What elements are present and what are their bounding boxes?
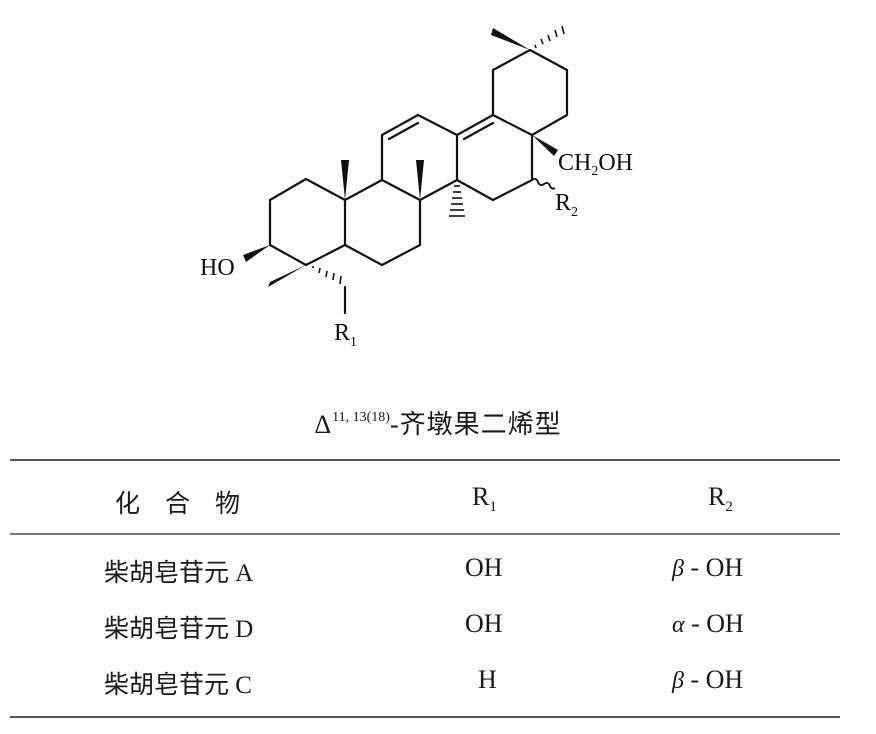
header-r2: R2	[708, 482, 733, 515]
wedge-ch2oh	[532, 135, 558, 156]
cell-compound: 柴胡皂苷元 C	[104, 672, 252, 699]
cell-r1: H	[478, 665, 497, 694]
cell-compound: 柴胡皂苷元 A	[104, 560, 254, 587]
table-row: 柴胡皂苷元 A OH β - OH	[10, 553, 840, 593]
ring-e	[491, 48, 569, 137]
wedge-methyl-c4	[268, 265, 306, 287]
table-row: 柴胡皂苷元 C H β - OH	[10, 665, 840, 705]
wedge-methyl-c20a	[491, 28, 530, 50]
table-header-row: 化 合 物 R1 R2	[10, 476, 840, 522]
hashed-bonds	[312, 25, 565, 285]
table-bottom-rule	[10, 716, 840, 718]
header-compound: 化 合 物	[115, 491, 241, 518]
cell-r1: OH	[465, 553, 503, 582]
cell-compound: 柴胡皂苷元 D	[104, 616, 254, 643]
caption-superscript: 11, 13(18)	[332, 410, 390, 425]
cell-r2: β - OH	[672, 665, 744, 694]
wedge-oh-c3	[243, 245, 270, 262]
ring-b	[343, 178, 422, 267]
wedge-methyl-c8	[416, 160, 424, 200]
wedge-methyl-c10	[341, 160, 349, 200]
cell-r2: α - OH	[672, 609, 744, 638]
cell-r1: OH	[465, 609, 503, 638]
label-ch2oh: CH2OH	[558, 150, 633, 179]
caption-delta: Δ	[314, 410, 333, 439]
caption-text: -齐墩果二烯型	[389, 410, 562, 439]
wavy-bond-r2	[531, 177, 556, 190]
label-r1: R1	[334, 320, 357, 350]
ring-c	[380, 113, 459, 202]
table-top-rule	[10, 459, 840, 461]
structure-caption: Δ11, 13(18)-齐墩果二烯型	[0, 404, 876, 441]
header-r1: R1	[472, 482, 497, 515]
label-r2: R2	[555, 190, 578, 220]
cell-r2: β - OH	[672, 553, 744, 582]
ring-a	[268, 177, 347, 267]
table-header-rule	[10, 533, 840, 535]
label-ho: HO	[200, 255, 235, 281]
table-row: 柴胡皂苷元 D OH α - OH	[10, 609, 840, 649]
chemical-structure-diagram: HO CH2OH R2 R1	[200, 25, 633, 350]
ring-d	[455, 113, 534, 202]
